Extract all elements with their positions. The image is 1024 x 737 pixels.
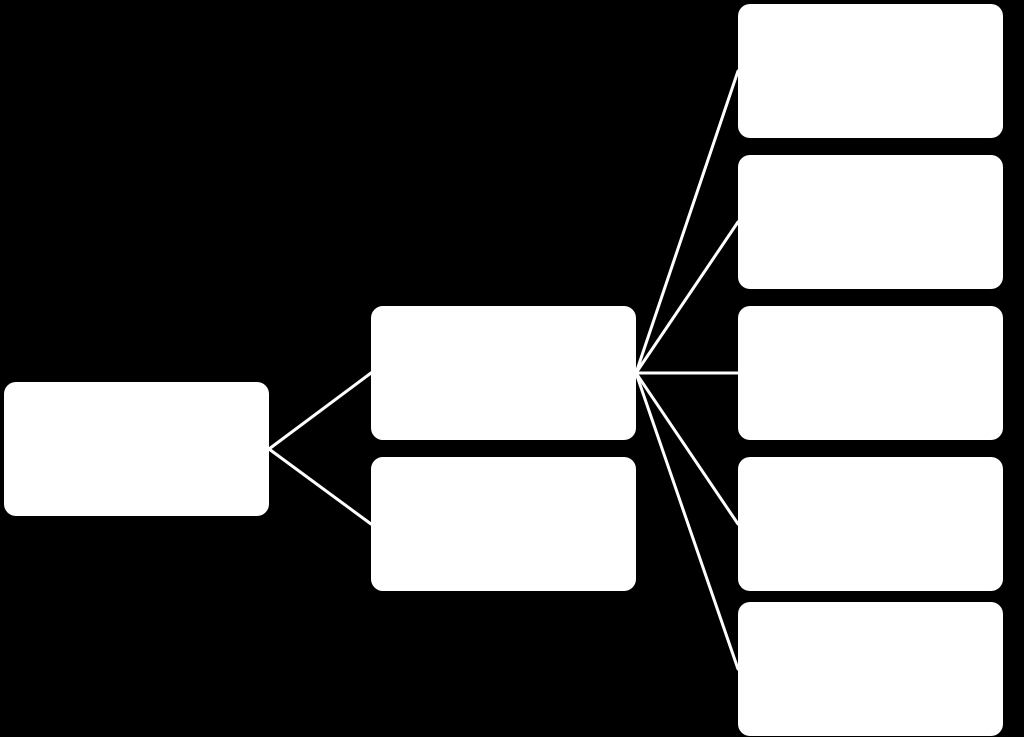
connector-branch-1-to-leaf-1 (634, 69, 740, 375)
node-box-leaf-3 (738, 306, 1003, 440)
connector-root-to-branch-2 (267, 447, 373, 526)
node-leaf-2 (738, 155, 1003, 289)
node-box-branch-1 (371, 306, 636, 440)
connector-root-to-branch-1 (267, 371, 373, 451)
connector-branch-1-to-leaf-4 (634, 371, 740, 526)
node-leaf-5 (738, 602, 1003, 736)
node-root (4, 382, 269, 516)
node-leaf-1 (738, 4, 1003, 138)
connector-lines (267, 69, 740, 671)
node-box-branch-2 (371, 457, 636, 591)
connector-branch-1-to-leaf-2 (634, 220, 740, 375)
node-leaf-3 (738, 306, 1003, 440)
node-box-leaf-2 (738, 155, 1003, 289)
node-branch-1 (371, 306, 636, 440)
node-box-root (4, 382, 269, 516)
connector-branch-1-to-leaf-5 (634, 371, 740, 671)
node-box-leaf-1 (738, 4, 1003, 138)
diagram-nodes (4, 4, 1003, 736)
node-leaf-4 (738, 457, 1003, 591)
node-branch-2 (371, 457, 636, 591)
node-box-leaf-4 (738, 457, 1003, 591)
node-box-leaf-5 (738, 602, 1003, 736)
